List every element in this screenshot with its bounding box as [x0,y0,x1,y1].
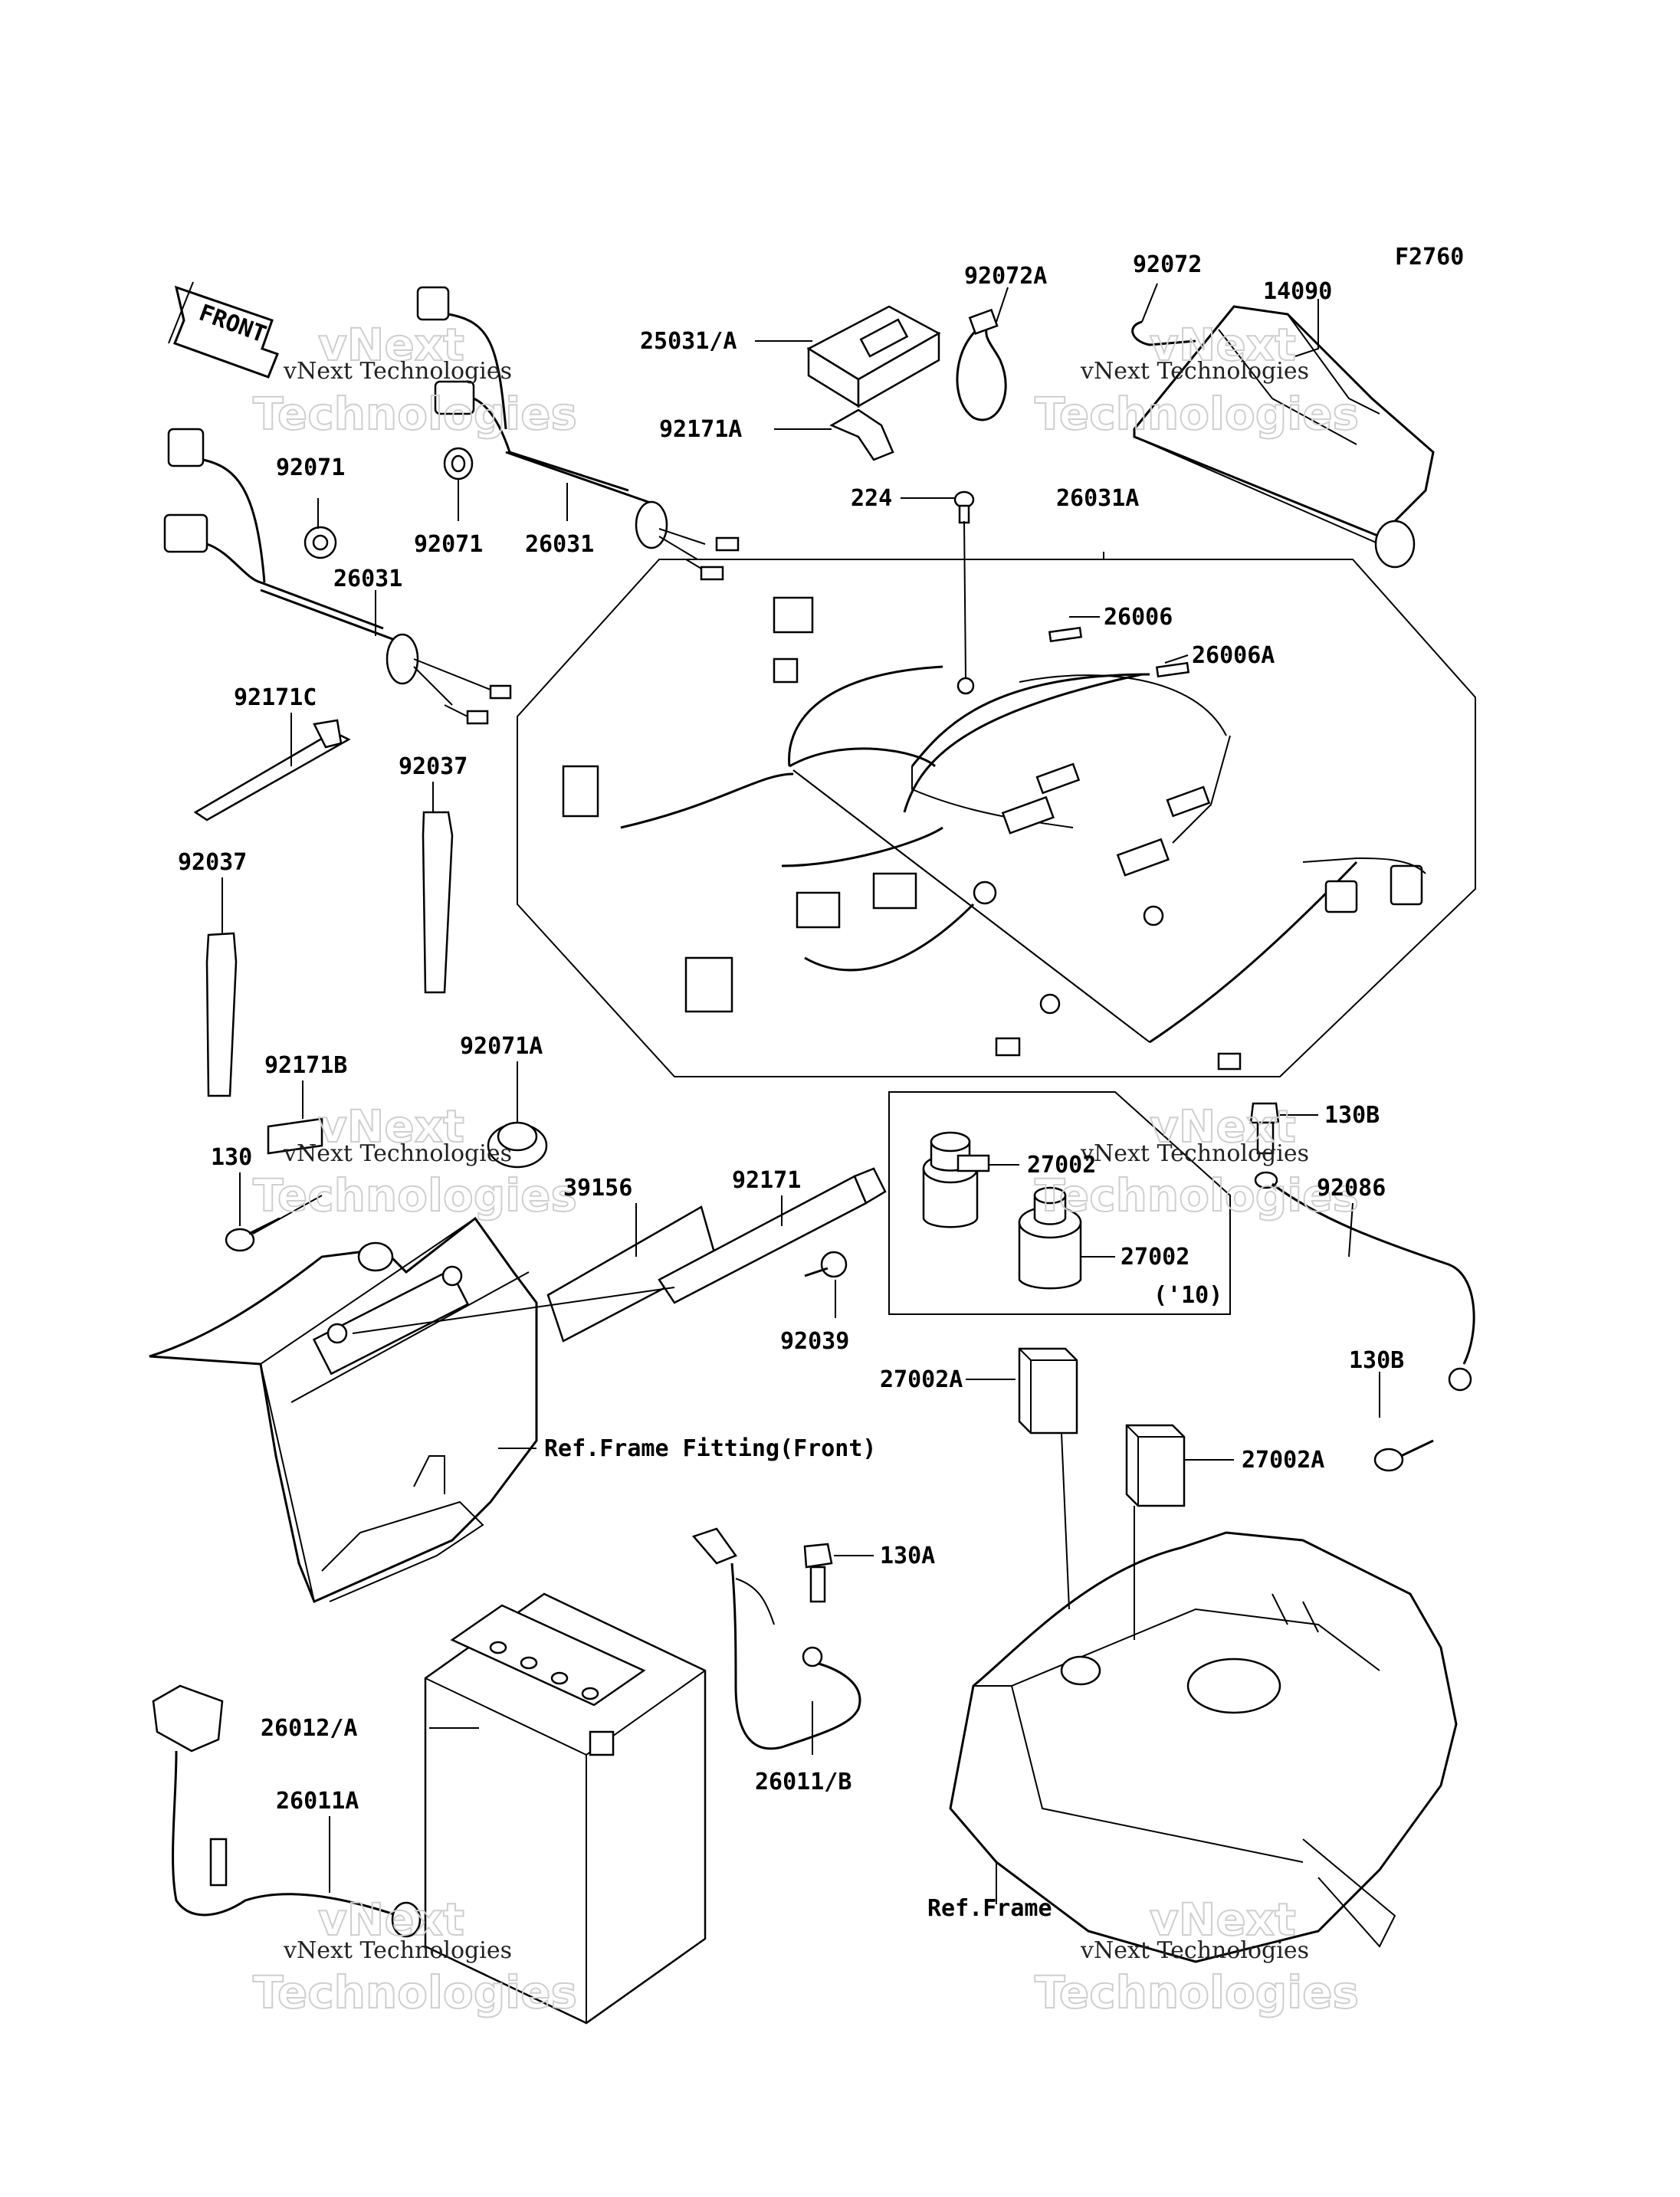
band-92037-upper [422,811,454,994]
label-92037-a: 92037 [399,753,468,780]
frame-fitting-front [149,1216,675,1604]
label-92039: 92039 [780,1328,849,1355]
label-26031-a: 26031 [525,531,594,558]
label-26006A: 26006A [1192,642,1275,669]
label-27002A-a: 27002A [880,1366,963,1393]
label-92171B: 92171B [264,1052,347,1079]
bracket-92171A [829,408,894,461]
strip-92171B [267,1117,323,1155]
svg-text:vNext Technologies: vNext Technologies [283,1140,512,1167]
label-39156: 39156 [563,1175,632,1202]
grommet-92071A [487,1121,548,1169]
label-26006: 26006 [1104,604,1173,631]
svg-text:Technologies: Technologies [1035,1169,1359,1221]
label-26031A: 26031A [1056,485,1139,512]
svg-text:vNext Technologies: vNext Technologies [1080,358,1309,385]
cable-26011A [152,1684,422,1938]
label-92171A: 92171A [659,416,742,443]
main-harness-26031A [517,520,1476,1077]
label-25031A: 25031/A [640,328,737,355]
watermark-mid-left: vNext vNext Technologies Technologies [252,1100,578,1222]
watermark-top-left: vNext vNext Technologies Technologies [252,318,578,441]
label-130A: 130A [880,1543,935,1569]
clamp-92171C [193,730,351,821]
clip-92039 [804,1251,848,1278]
figure-code: F2760 [1395,244,1464,271]
label-92072A: 92072A [964,263,1047,290]
label-ref-frame-front: Ref.Frame Fitting(Front) [544,1435,876,1462]
svg-text:vNext: vNext [1150,1894,1296,1946]
battery-26012A [424,1592,707,2025]
svg-text:vNext: vNext [318,319,464,371]
svg-text:vNext: vNext [318,1894,464,1946]
label-92037-b: 92037 [178,849,247,876]
cover-14090 [1133,305,1435,569]
label-224: 224 [851,485,892,512]
watermark-bottom-left: vNext vNext Technologies Technologies [252,1893,578,2019]
label-92071A: 92071A [460,1033,543,1060]
bolt-130B-upper [1249,1102,1318,1155]
relay-box-27002 [888,1091,1231,1315]
frame [949,1531,1458,1963]
svg-text:vNext Technologies: vNext Technologies [1080,1140,1309,1167]
label-130: 130 [211,1144,252,1171]
relay-27002A-right [1125,1424,1234,1640]
label-92171C: 92171C [234,684,317,711]
label-92171: 92171 [732,1167,801,1194]
label-130B-a: 130B [1324,1102,1380,1129]
bolt-130 [225,1217,281,1252]
label-27002A-b: 27002A [1242,1447,1324,1474]
ground-cable-92086 [1254,1171,1475,1392]
label-92086: 92086 [1317,1175,1386,1202]
label-26011A: 26011A [276,1788,359,1815]
watermark-mid-right: vNext vNext Technologies Technologies [1034,1100,1360,1222]
svg-text:Technologies: Technologies [1035,388,1359,440]
label-92071-a: 92071 [276,454,345,481]
label-27002-a: 27002 [1027,1152,1096,1179]
harness-26031-upper [416,286,740,581]
label-92071-b: 92071 [414,531,483,558]
clamp-92072A [956,320,1007,421]
label-26031-b: 26031 [333,566,402,592]
svg-text:Technologies: Technologies [253,1169,577,1221]
label-10: ('10) [1153,1282,1222,1309]
label-27002-b: 27002 [1121,1244,1189,1271]
label-14090: 14090 [1263,278,1332,305]
svg-text:vNext Technologies: vNext Technologies [1080,1937,1309,1964]
svg-text:vNext: vNext [318,1100,464,1153]
svg-text:vNext: vNext [1150,319,1296,371]
bolt-130A [803,1543,874,1603]
bolt-130B-lower [1373,1439,1434,1472]
svg-text:Technologies: Technologies [1035,1966,1359,2018]
front-arrow-icon: FRONT [168,281,279,379]
band-92037-lower [205,932,238,1097]
label-26011B: 26011/B [755,1769,851,1795]
label-ref-frame: Ref.Frame [927,1895,1052,1922]
label-92072: 92072 [1133,251,1202,278]
cable-26011B [691,1527,861,1755]
watermark-top-right: vNext vNext Technologies Technologies [1034,318,1360,441]
meter-25031 [806,305,941,408]
relay-27002A-left [1018,1347,1078,1610]
svg-text:Technologies: Technologies [253,1966,577,2018]
bolt-224 [953,490,975,524]
clamp-92072 [1131,320,1196,346]
harness-26031-lower [163,428,512,725]
watermark-bottom-right: vNext vNext Technologies Technologies [1034,1893,1360,2019]
svg-text:vNext Technologies: vNext Technologies [283,1937,512,1964]
label-130B-b: 130B [1349,1347,1404,1374]
svg-text:vNext Technologies: vNext Technologies [283,358,512,385]
svg-text:Technologies: Technologies [253,388,577,440]
label-26012A: 26012/A [261,1715,357,1742]
svg-text:vNext: vNext [1150,1100,1296,1153]
